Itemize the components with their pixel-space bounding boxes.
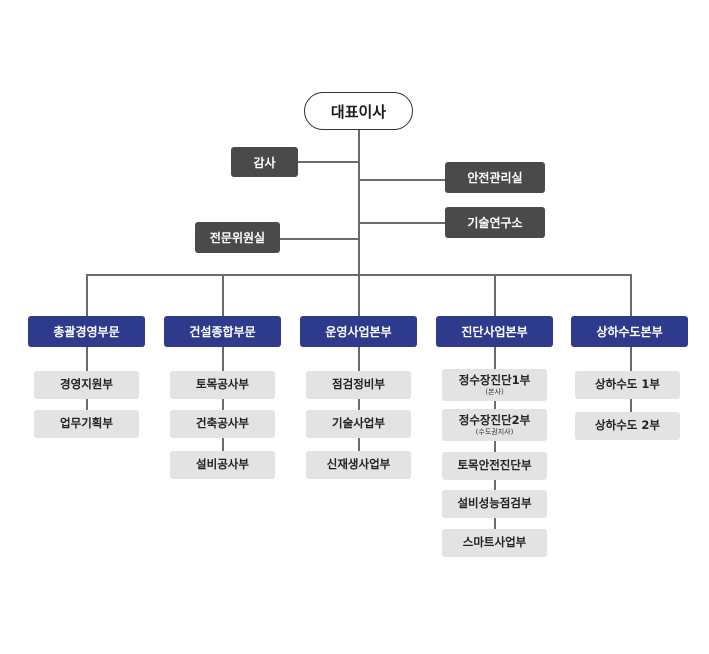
staff-research-node: 기술연구소 — [445, 207, 545, 238]
staff-research-label: 기술연구소 — [467, 216, 523, 230]
dept-node: 상하수도 1부 — [575, 371, 680, 399]
connector-dept-col-3 — [358, 347, 360, 464]
dept-label: 상하수도 2부 — [595, 418, 660, 433]
division-node: 상하수도본부 — [571, 316, 688, 347]
dept-node: 건축공사부 — [170, 410, 275, 438]
connector-audit — [298, 161, 359, 163]
division-node: 총괄경영부문 — [28, 316, 145, 347]
division-label: 진단사업본부 — [461, 325, 528, 339]
connector-main-trunk — [358, 130, 360, 275]
dept-node: 신재생사업부 — [306, 451, 411, 479]
division-label: 총괄경영부문 — [53, 325, 120, 339]
division-label: 운영사업본부 — [325, 325, 392, 339]
dept-label: 기술사업부 — [332, 416, 385, 431]
dept-label: 설비성능점검부 — [457, 496, 532, 511]
staff-experts-label: 전문위원실 — [209, 231, 266, 245]
connector-division-2 — [222, 274, 224, 316]
division-node: 건설종합부문 — [164, 316, 281, 347]
staff-safety-label: 안전관리실 — [467, 171, 523, 185]
dept-label: 정수장진단1부 — [458, 373, 531, 388]
dept-node: 경영지원부 — [34, 371, 139, 399]
ceo-node: 대표이사 — [304, 92, 413, 130]
dept-location-label: (본사) — [485, 387, 504, 396]
dept-node: 설비공사부 — [170, 451, 275, 479]
dept-label: 경영지원부 — [60, 377, 113, 392]
division-node: 운영사업본부 — [300, 316, 417, 347]
dept-label: 스마트사업부 — [462, 535, 527, 550]
division-node: 진단사업본부 — [436, 316, 553, 347]
connector-division-5 — [630, 274, 632, 316]
dept-label: 점검정비부 — [332, 377, 385, 392]
division-label: 건설종합부문 — [189, 325, 256, 339]
staff-audit-label: 감사 — [253, 155, 276, 170]
dept-node: 설비성능점검부 — [442, 490, 547, 518]
connector-research — [359, 222, 445, 224]
connector-dept-col-4 — [494, 347, 496, 543]
dept-node: 점검정비부 — [306, 371, 411, 399]
dept-node: 스마트사업부 — [442, 529, 547, 557]
connector-division-1 — [86, 274, 88, 316]
dept-node: 정수장진단2부 (수도권지사) — [442, 409, 547, 441]
dept-label: 신재생사업부 — [326, 457, 391, 472]
dept-node: 정수장진단1부 (본사) — [442, 369, 547, 401]
ceo-label: 대표이사 — [330, 102, 387, 121]
dept-node: 토목공사부 — [170, 371, 275, 399]
dept-label: 건축공사부 — [196, 416, 249, 431]
connector-safety — [359, 179, 445, 181]
dept-label: 정수장진단2부 — [458, 413, 531, 428]
staff-audit-node: 감사 — [231, 147, 298, 177]
division-label: 상하수도본부 — [596, 325, 663, 339]
staff-experts-node: 전문위원실 — [195, 222, 280, 253]
dept-node: 토목안전진단부 — [442, 452, 547, 480]
dept-label: 토목안전진단부 — [457, 458, 532, 473]
connector-dept-col-2 — [222, 347, 224, 464]
staff-safety-node: 안전관리실 — [445, 162, 545, 193]
dept-node: 기술사업부 — [306, 410, 411, 438]
connector-experts — [280, 238, 359, 240]
dept-label: 상하수도 1부 — [595, 377, 660, 392]
dept-label: 업무기획부 — [60, 416, 113, 431]
connector-division-4 — [494, 274, 496, 316]
connector-division-3 — [358, 274, 360, 316]
dept-label: 토목공사부 — [196, 377, 249, 392]
dept-label: 설비공사부 — [196, 457, 249, 472]
dept-location-label: (수도권지사) — [475, 427, 514, 436]
dept-node: 업무기획부 — [34, 410, 139, 438]
dept-node: 상하수도 2부 — [575, 412, 680, 440]
